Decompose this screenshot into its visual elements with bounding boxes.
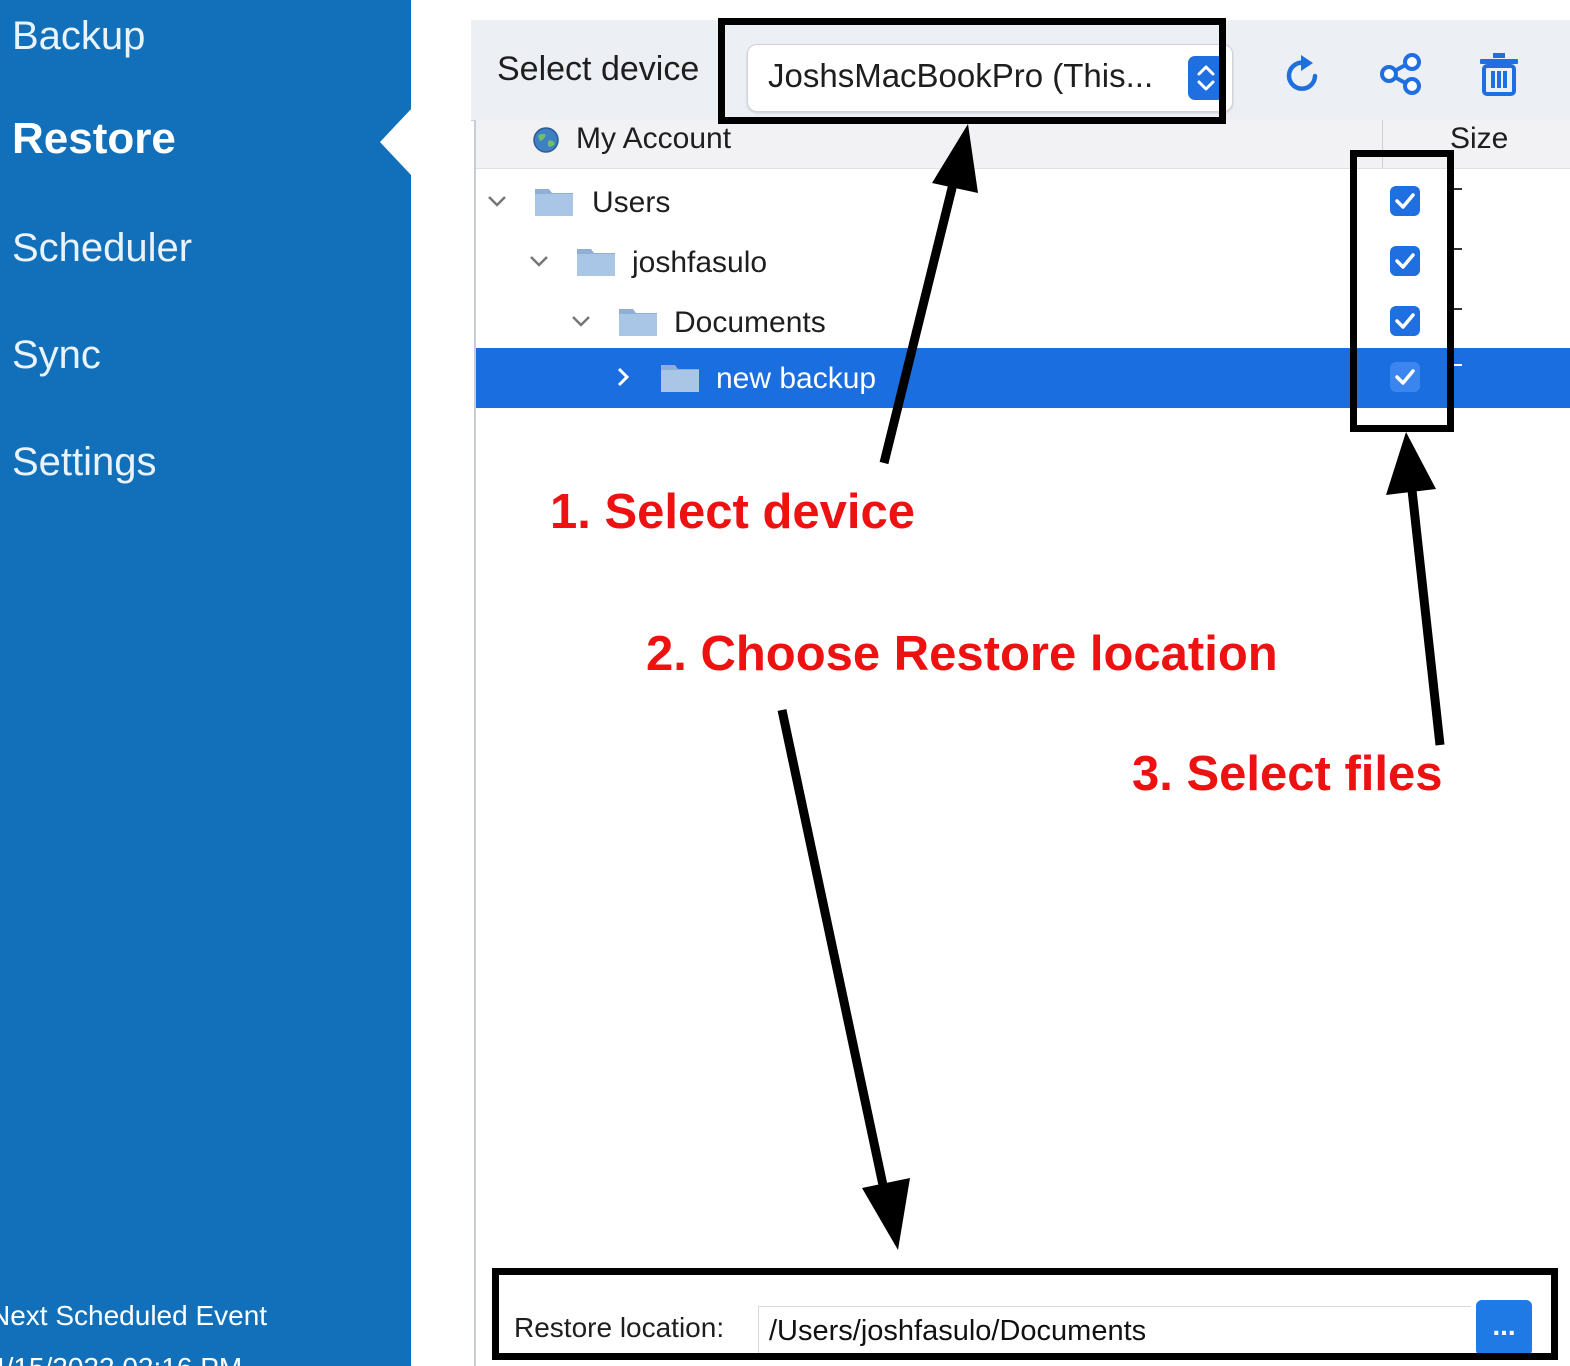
my-account-label: My Account bbox=[576, 122, 732, 155]
size-column-header[interactable]: Size bbox=[1450, 122, 1509, 155]
tree-row-label: Users bbox=[592, 186, 671, 219]
sidebar-item-backup[interactable]: Backup bbox=[12, 14, 146, 58]
annotation-box-device bbox=[718, 18, 1226, 124]
checkmark-icon bbox=[1395, 369, 1415, 385]
annotation-step-2: 2. Choose Restore location bbox=[646, 627, 1278, 681]
annotation-box-restore-location bbox=[492, 1268, 1558, 1360]
toolbar: Select device JoshsMacBookPro (This... bbox=[471, 20, 1570, 121]
checkmark-icon bbox=[1395, 253, 1415, 269]
size-dash bbox=[1454, 364, 1462, 366]
select-stepper-icon bbox=[1188, 56, 1224, 100]
arrow-to-checkboxes bbox=[1386, 432, 1445, 746]
tree-row-label: Documents bbox=[674, 306, 826, 339]
globe-icon bbox=[533, 127, 559, 153]
checkmark-icon bbox=[1395, 193, 1415, 209]
sidebar-item-settings[interactable]: Settings bbox=[12, 440, 157, 484]
size-dash bbox=[1454, 188, 1462, 190]
annotation-step-1: 1. Select device bbox=[550, 485, 916, 539]
tree-header: My Account Size bbox=[476, 120, 1570, 169]
tree-row-new-backup[interactable]: new backup bbox=[476, 348, 1570, 408]
tree-row-joshfasulo[interactable]: joshfasulo bbox=[476, 232, 1570, 292]
next-event-time: 4/15/2022 02:16 PM bbox=[0, 1352, 242, 1366]
folder-icon bbox=[661, 365, 699, 392]
restore-location-label: Restore location: bbox=[514, 1312, 725, 1343]
sidebar-item-restore[interactable]: Restore bbox=[12, 114, 176, 163]
tree-row-label: new backup bbox=[716, 362, 877, 395]
checkmark-icon bbox=[1395, 313, 1415, 329]
sidebar-item-sync[interactable]: Sync bbox=[12, 333, 101, 377]
checkbox-new-backup[interactable] bbox=[1390, 362, 1420, 392]
sidebar-item-scheduler[interactable]: Scheduler bbox=[12, 226, 193, 270]
folder-icon bbox=[577, 249, 615, 276]
annotation-box-checkboxes bbox=[1350, 150, 1454, 432]
chevron-down-icon[interactable] bbox=[526, 248, 552, 274]
checkbox-documents[interactable] bbox=[1390, 306, 1420, 336]
checkbox-joshfasulo[interactable] bbox=[1390, 246, 1420, 276]
share-icon[interactable] bbox=[1377, 50, 1425, 98]
column-divider bbox=[1382, 120, 1383, 168]
size-dash bbox=[1454, 248, 1462, 250]
refresh-icon[interactable] bbox=[1279, 50, 1327, 98]
restore-location-bar: Restore location: /Users/joshfasulo/Docu… bbox=[494, 1268, 1558, 1366]
tree-row-users[interactable]: Users bbox=[476, 172, 1570, 232]
arrow-to-restore-location bbox=[777, 709, 910, 1250]
next-event-label: Next Scheduled Event bbox=[0, 1300, 268, 1331]
arrow-to-device-select bbox=[879, 124, 978, 465]
tree-row-documents[interactable]: Documents bbox=[476, 292, 1570, 352]
device-select[interactable]: JoshsMacBookPro (This... bbox=[747, 44, 1233, 112]
folder-icon bbox=[619, 309, 657, 336]
select-device-label: Select device bbox=[497, 50, 700, 88]
restore-location-value: /Users/joshfasulo/Documents bbox=[769, 1315, 1147, 1347]
chevron-down-icon[interactable] bbox=[568, 308, 594, 334]
annotation-step-3: 3. Select files bbox=[1132, 747, 1443, 801]
trash-icon[interactable] bbox=[1475, 50, 1523, 98]
chevron-down-icon[interactable] bbox=[484, 188, 510, 214]
active-indicator bbox=[380, 108, 411, 176]
tree-row-label: joshfasulo bbox=[632, 246, 768, 279]
device-select-value: JoshsMacBookPro (This... bbox=[768, 57, 1154, 94]
checkbox-users[interactable] bbox=[1390, 186, 1420, 216]
restore-location-field[interactable]: /Users/joshfasulo/Documents bbox=[758, 1306, 1471, 1355]
chevron-right-icon[interactable] bbox=[610, 364, 636, 390]
browse-button[interactable]: ... bbox=[1476, 1300, 1532, 1356]
sidebar: Backup Restore Scheduler Sync Settings N… bbox=[0, 0, 411, 1366]
size-dash bbox=[1454, 308, 1462, 310]
file-tree: My Account Size Users joshfasulo bbox=[474, 120, 1570, 1366]
folder-icon bbox=[535, 189, 573, 216]
